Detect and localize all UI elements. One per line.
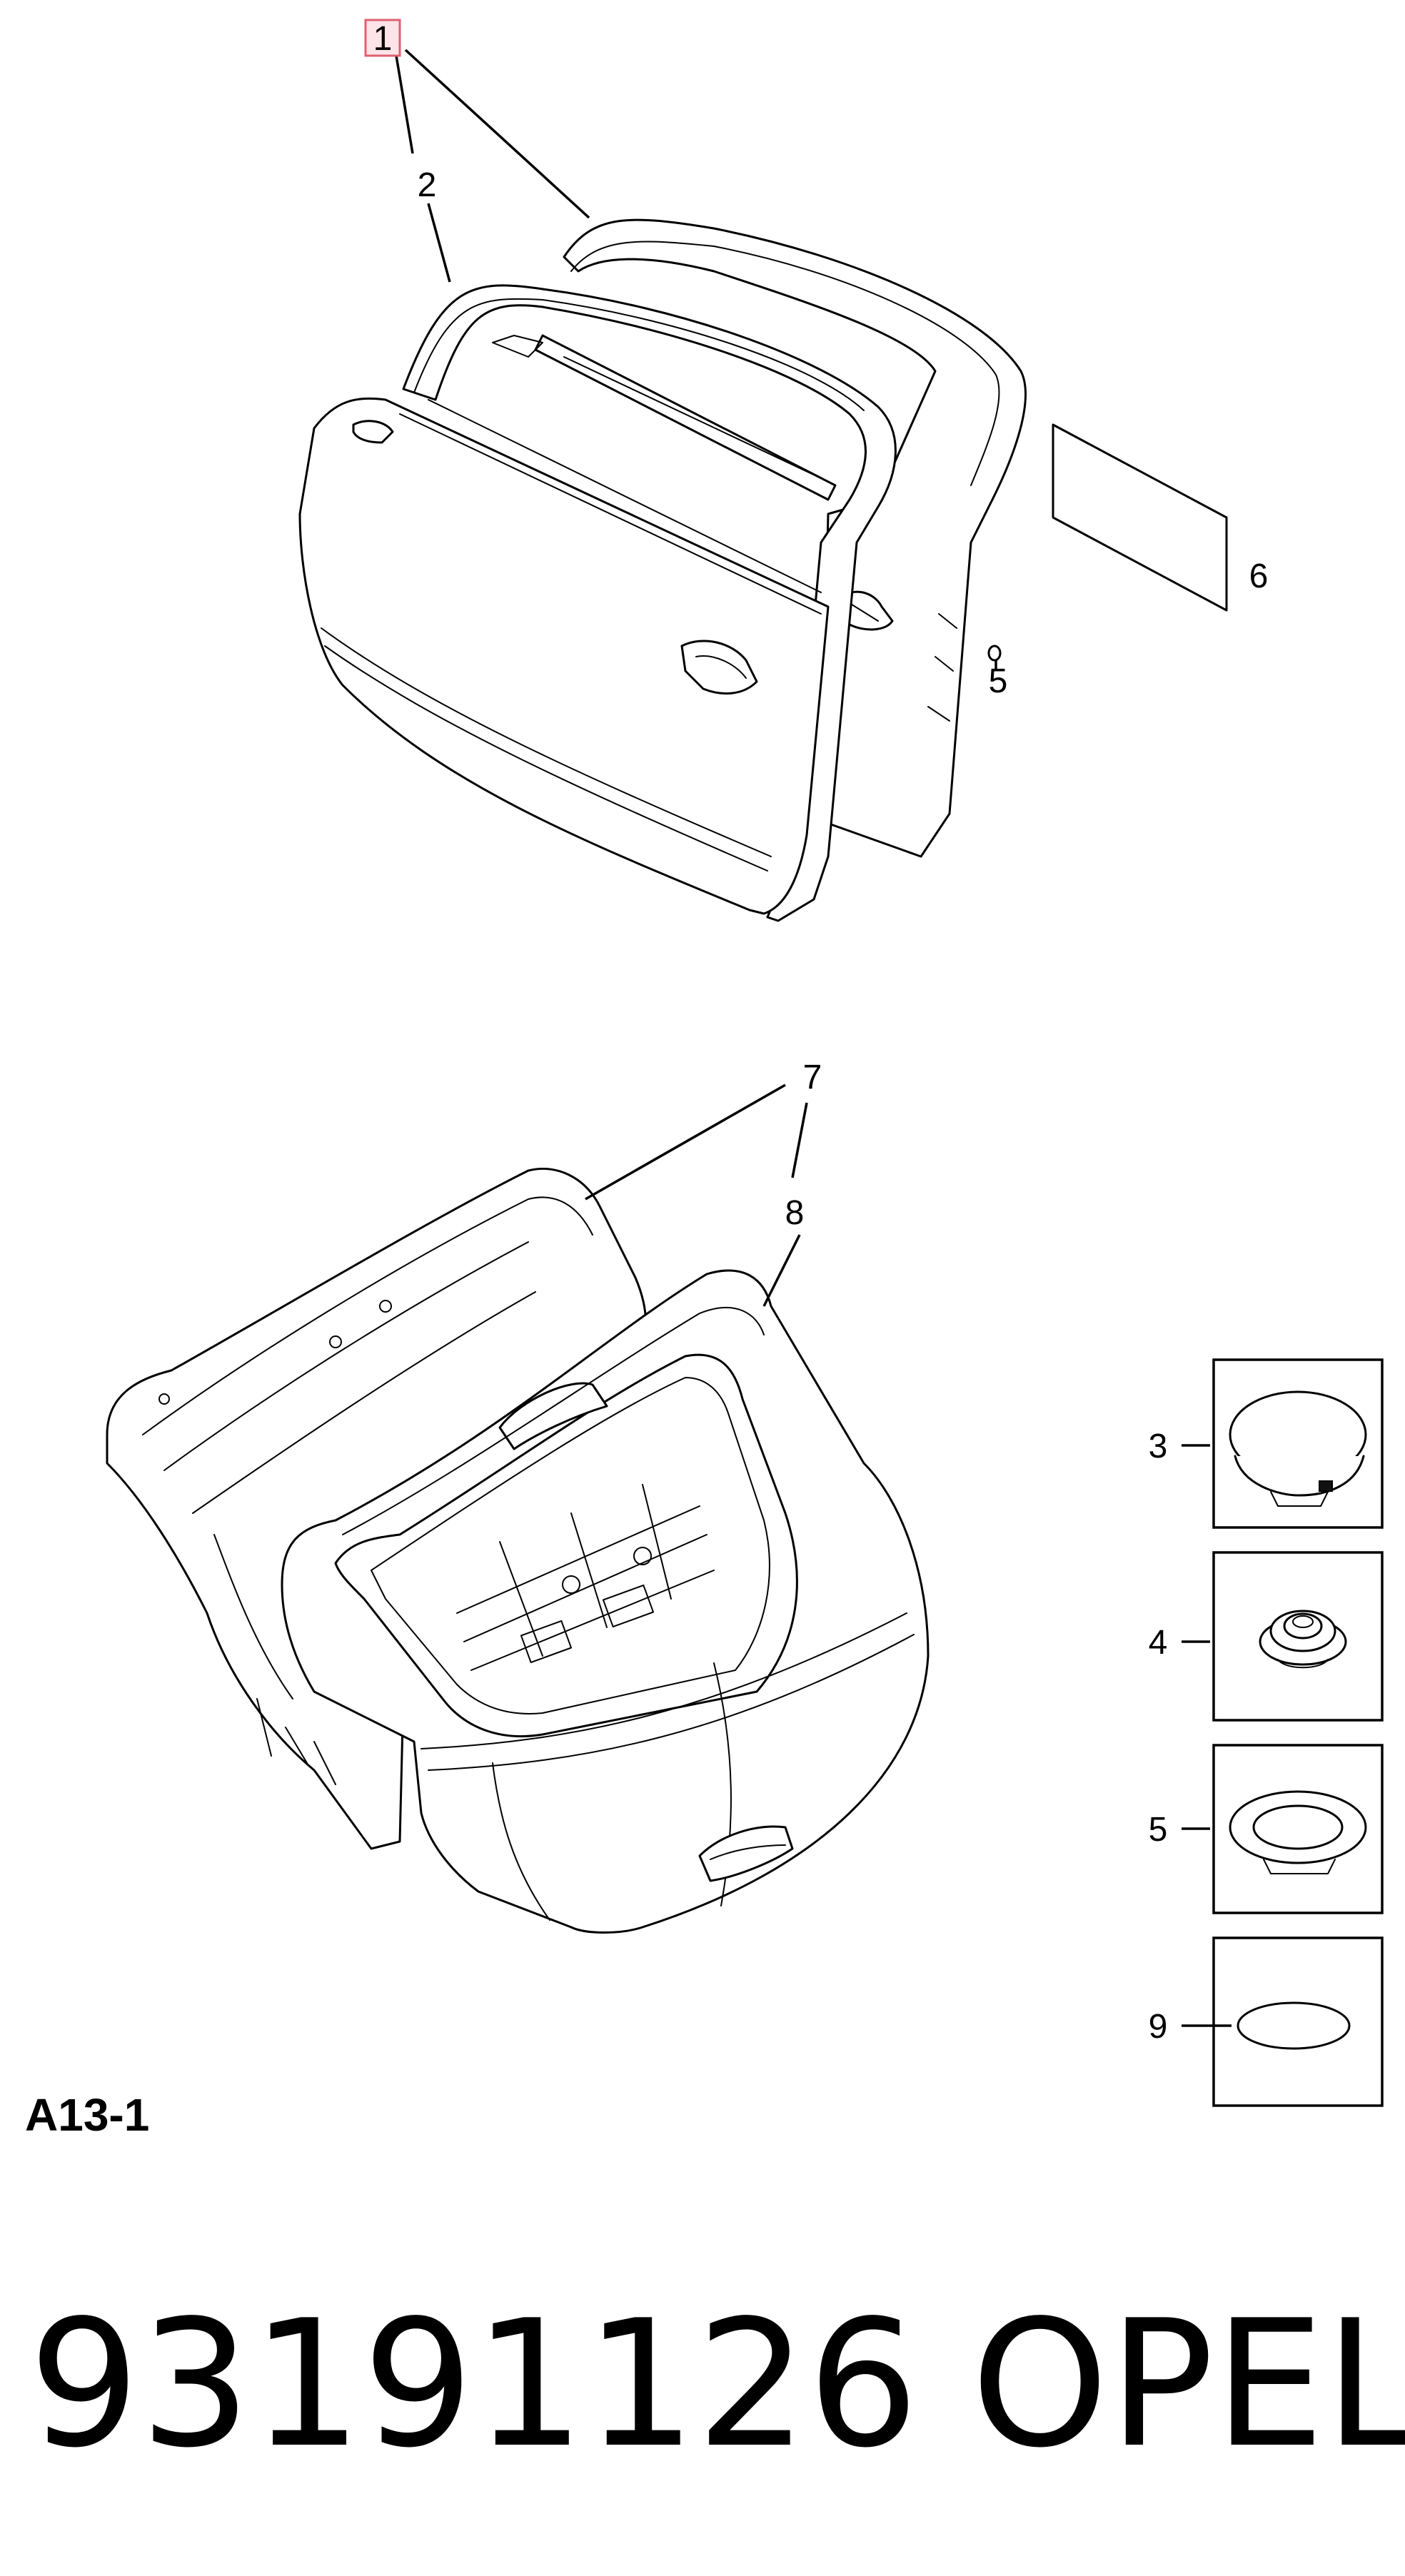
callout-5-box[interactable]: 5 [1149,1811,1168,1849]
leader-7-to-8 [791,1102,808,1178]
callout-3[interactable]: 3 [1149,1428,1168,1465]
leader-2-to-front-door [427,203,451,283]
callout-7[interactable]: 7 [803,1059,822,1096]
detail-box-9 [1212,1936,1384,2107]
leader-8-tailgate [762,1234,801,1307]
callout-9[interactable]: 9 [1149,2008,1168,2046]
callout-6[interactable]: 6 [1249,557,1269,595]
figure-id: A13-1 [25,2089,149,2141]
tailgate-assembly [106,1167,930,1934]
detail-box-5 [1212,1744,1384,1914]
leader-1-to-2 [395,55,414,154]
leader-7-rear-frame [585,1084,786,1201]
callout-5-door[interactable]: 5 [989,662,1008,700]
leader-1-to-rear-door [404,49,590,219]
detail-box-3 [1212,1358,1384,1529]
part-number: 93191126 [29,2283,919,2486]
brand-name: OPEL [971,2283,1405,2486]
callout-2[interactable]: 2 [418,166,437,204]
door-assembly [298,218,1228,922]
callout-4[interactable]: 4 [1149,1624,1168,1662]
callout-1-highlight-box [364,19,401,57]
callout-8[interactable]: 8 [785,1194,805,1232]
callout-1[interactable]: 1 [373,20,393,58]
foil-sheet-6 [1052,423,1228,612]
detail-box-4 [1212,1551,1384,1722]
